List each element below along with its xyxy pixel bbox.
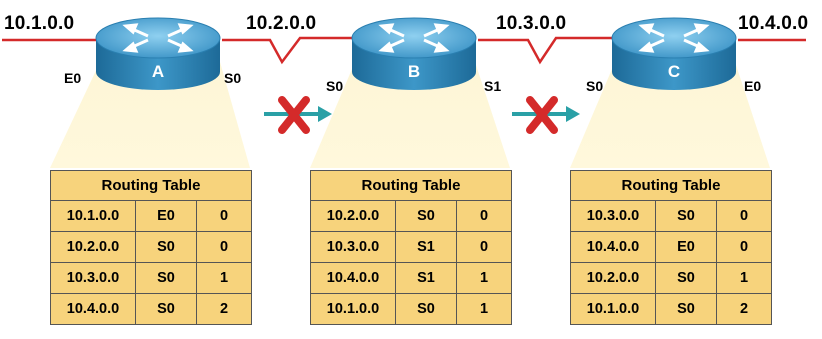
table-cell-network: 10.3.0.0 [50, 262, 136, 294]
router-icon [351, 17, 477, 90]
network-label-1: 10.1.0.0 [4, 13, 75, 34]
link-10-2 [222, 36, 352, 65]
table-cell-hops: 1 [456, 262, 512, 294]
table-cell-hops: 0 [196, 231, 252, 263]
table-cell-interface: S0 [395, 200, 457, 232]
link-10-3 [478, 36, 612, 65]
table-cell-interface: S0 [655, 200, 717, 232]
router-a-interface-right: S0 [224, 70, 242, 86]
router-icon [95, 17, 221, 90]
table-cell-network: 10.3.0.0 [570, 200, 656, 232]
router-icon [611, 17, 737, 90]
router-c-interface-left: S0 [586, 78, 604, 94]
routing-table-title: Routing Table [310, 170, 512, 201]
table-cell-interface: S1 [395, 231, 457, 263]
table-cell-network: 10.2.0.0 [570, 262, 656, 294]
table-cell-network: 10.1.0.0 [570, 293, 656, 325]
table-cell-network: 10.1.0.0 [310, 293, 396, 325]
table-cell-network: 10.2.0.0 [50, 231, 136, 263]
table-cell-interface: S1 [395, 262, 457, 294]
table-cell-hops: 1 [196, 262, 252, 294]
blocked-update-icon [264, 96, 332, 134]
table-cell-interface: S0 [395, 293, 457, 325]
router-b-interface-left: S0 [326, 78, 344, 94]
router-c-interface-right: E0 [744, 78, 762, 94]
table-cell-hops: 0 [716, 200, 772, 232]
network-label-3: 10.3.0.0 [496, 13, 567, 34]
table-cell-hops: 2 [196, 293, 252, 325]
beam-b [310, 62, 510, 168]
table-cell-hops: 0 [456, 231, 512, 263]
table-cell-hops: 0 [456, 200, 512, 232]
table-cell-network: 10.4.0.0 [50, 293, 136, 325]
table-cell-hops: 2 [716, 293, 772, 325]
table-cell-interface: E0 [655, 231, 717, 263]
table-cell-network: 10.3.0.0 [310, 231, 396, 263]
router-b-interface-right: S1 [484, 78, 502, 94]
network-label-4: 10.4.0.0 [738, 13, 809, 34]
table-cell-interface: E0 [135, 200, 197, 232]
table-cell-hops: 0 [196, 200, 252, 232]
table-cell-hops: 0 [716, 231, 772, 263]
table-cell-hops: 1 [456, 293, 512, 325]
table-cell-network: 10.4.0.0 [570, 231, 656, 263]
table-cell-interface: S0 [135, 293, 197, 325]
table-cell-network: 10.4.0.0 [310, 262, 396, 294]
router-a-name: A [151, 62, 165, 81]
network-label-2: 10.2.0.0 [246, 13, 317, 34]
router-c-name: C [667, 62, 681, 81]
routing-table-title: Routing Table [570, 170, 772, 201]
table-cell-hops: 1 [716, 262, 772, 294]
table-cell-interface: S0 [135, 262, 197, 294]
table-cell-network: 10.1.0.0 [50, 200, 136, 232]
table-cell-interface: S0 [655, 262, 717, 294]
table-cell-interface: S0 [135, 231, 197, 263]
router-a-interface-left: E0 [64, 70, 82, 86]
table-cell-interface: S0 [655, 293, 717, 325]
beam-c [570, 62, 770, 168]
router-b-name: B [407, 62, 421, 81]
table-cell-network: 10.2.0.0 [310, 200, 396, 232]
routing-table-title: Routing Table [50, 170, 252, 201]
beam-a [50, 62, 250, 168]
blocked-update-icon [512, 96, 580, 134]
